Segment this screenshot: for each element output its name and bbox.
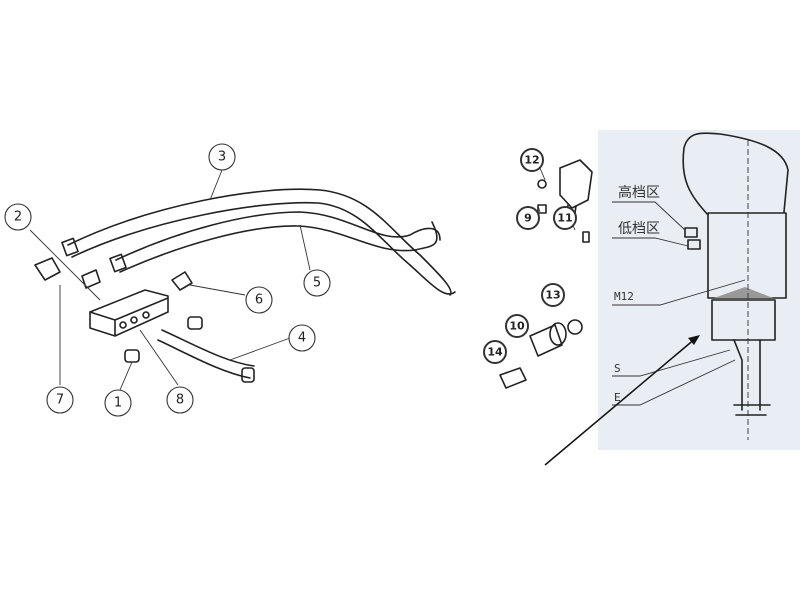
svg-text:3: 3 [218, 150, 226, 165]
svg-text:11: 11 [557, 212, 572, 225]
svg-text:1: 1 [114, 396, 122, 411]
svg-text:6: 6 [255, 293, 263, 308]
callout-2: 2 [4, 203, 32, 231]
gear-lever-section-panel [598, 130, 800, 450]
svg-text:9: 9 [524, 212, 532, 225]
callout-6: 6 [245, 286, 273, 314]
svg-text:12: 12 [524, 154, 539, 167]
svg-text:10: 10 [509, 320, 525, 333]
callout-11: 11 [553, 206, 577, 230]
hose-assembly-drawing [29, 169, 456, 391]
callout-4: 4 [288, 324, 316, 352]
callout-8: 8 [166, 386, 194, 414]
label-low-zone: 低档区 [618, 221, 660, 237]
pointer-arrow [544, 335, 700, 466]
svg-text:13: 13 [545, 289, 560, 302]
label-m12: M12 [614, 290, 634, 303]
callout-5: 5 [303, 269, 331, 297]
callout-1: 1 [104, 389, 132, 417]
svg-text:4: 4 [298, 331, 306, 346]
svg-text:14: 14 [487, 346, 503, 359]
label-s: S [614, 362, 621, 375]
callout-3: 3 [208, 143, 236, 171]
svg-text:5: 5 [313, 276, 321, 291]
callout-14: 14 [483, 340, 507, 364]
callout-12: 12 [520, 148, 544, 172]
valve-parts-drawing [499, 159, 593, 389]
svg-text:8: 8 [176, 393, 184, 408]
callout-9: 9 [516, 206, 540, 230]
callout-13: 13 [541, 283, 565, 307]
callout-7: 7 [46, 386, 74, 414]
callout-10: 10 [505, 314, 529, 338]
svg-text:2: 2 [14, 210, 22, 225]
label-high-zone: 高档区 [618, 184, 660, 201]
label-e: E [614, 391, 621, 404]
svg-text:7: 7 [56, 393, 64, 408]
